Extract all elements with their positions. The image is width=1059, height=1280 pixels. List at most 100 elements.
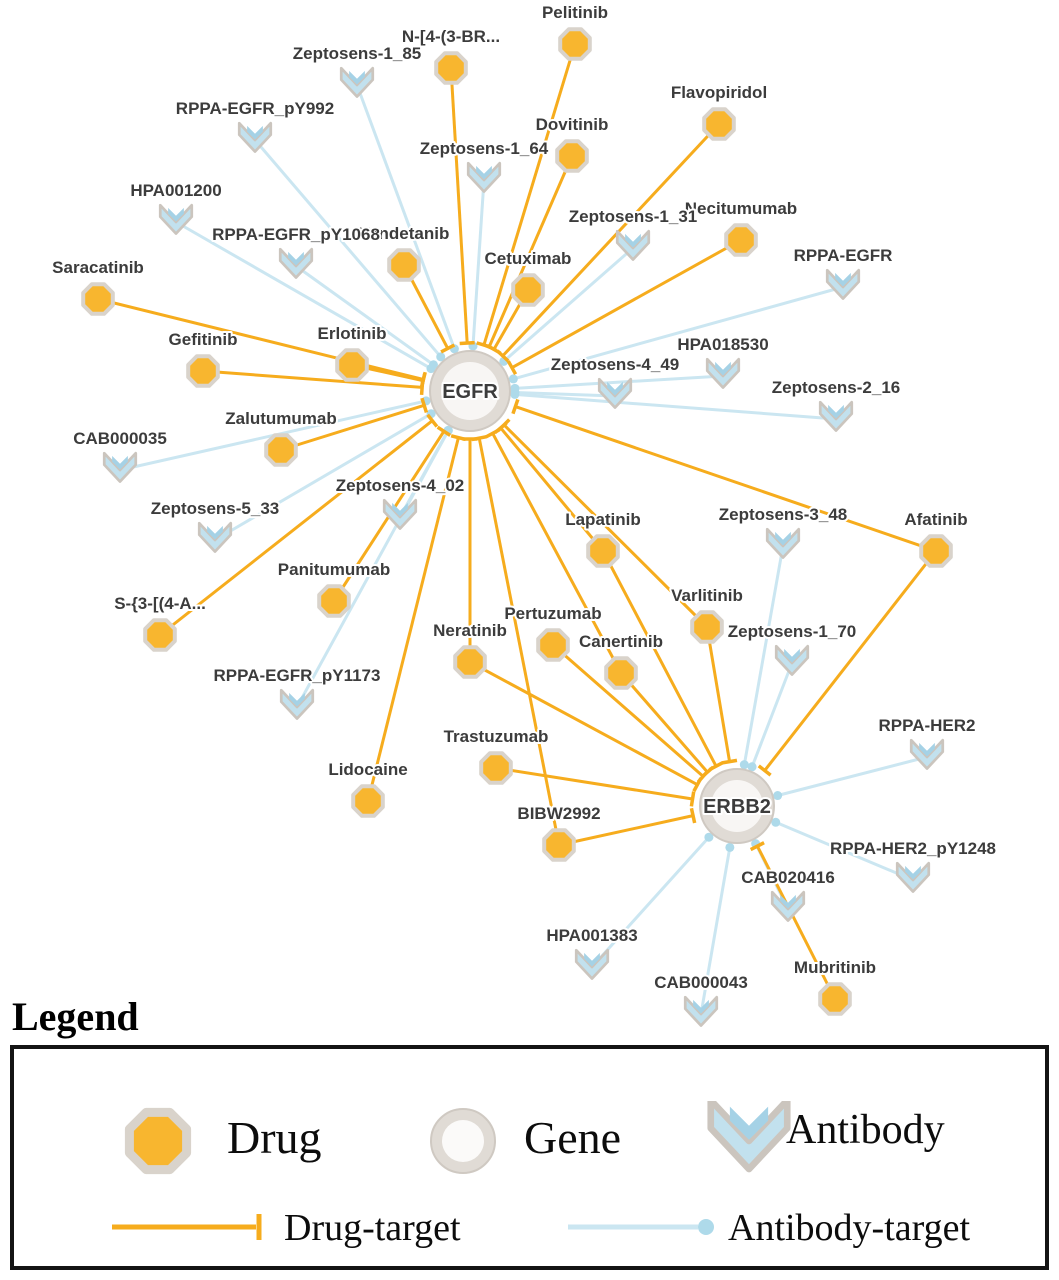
antibody-target-edge-rppa-egfr-py1068: [295, 264, 435, 366]
antibody-node-rppa-her2[interactable]: [909, 738, 945, 770]
drug-edge-tee: [757, 764, 772, 777]
antibody-label-rppa-egfr-py992: RPPA-EGFR_pY992: [176, 99, 334, 118]
drug-node-zalutumumab[interactable]: [264, 433, 298, 467]
antibody-node-zeptosens-1-70[interactable]: [774, 644, 810, 676]
antibody-chevron-outer: [770, 890, 806, 922]
legend-drug-octagon: [124, 1107, 192, 1175]
drug-edge-tee: [497, 418, 511, 432]
drug-edge-tee: [440, 343, 456, 354]
drug-node-canertinib[interactable]: [604, 656, 638, 690]
antibody-node-rppa-egfr-py992[interactable]: [237, 121, 273, 153]
antibody-node-zeptosens-1-64[interactable]: [466, 161, 502, 193]
antibody-node-rppa-her2-py1248[interactable]: [895, 861, 931, 893]
drug-node-lidocaine[interactable]: [351, 784, 385, 818]
drug-node-trastuzumab[interactable]: [479, 751, 513, 785]
antibody-label-zeptosens-1-85: Zeptosens-1_85: [293, 44, 422, 63]
gene-inner: [711, 780, 763, 832]
drug-node-vandetanib[interactable]: [387, 248, 421, 282]
antibody-label-rppa-egfr-py1173: RPPA-EGFR_pY1173: [214, 666, 381, 685]
antibody-chevron-inner: [392, 502, 408, 517]
antibody-node-cab020416[interactable]: [770, 890, 806, 922]
drug-node-panitumumab[interactable]: [317, 584, 351, 618]
drug-node-afatinib[interactable]: [919, 534, 953, 568]
drug-target-edge-lapatinib: [601, 550, 718, 767]
drug-node-pelitinib[interactable]: [558, 27, 592, 61]
drug-node-n-4-3-br[interactable]: [434, 51, 468, 85]
drug-node-erlotinib[interactable]: [335, 348, 369, 382]
antibody-node-zeptosens-5-33[interactable]: [197, 521, 233, 553]
drug-node-mubritinib[interactable]: [818, 982, 852, 1016]
antibody-node-zeptosens-4-02[interactable]: [382, 498, 418, 530]
drug-label-flavopiridol: Flavopiridol: [671, 83, 767, 102]
antibody-node-rppa-egfr-py1173[interactable]: [279, 688, 315, 720]
drug-node-bibw2992[interactable]: [542, 828, 576, 862]
gene-node-erbb2[interactable]: [699, 768, 775, 844]
drug-node-flavopiridol[interactable]: [702, 107, 736, 141]
antibody-node-hpa001200[interactable]: [158, 203, 194, 235]
antibody-label-rppa-egfr-py1068: RPPA-EGFR_pY1068: [212, 225, 380, 244]
drug-label-neratinib: Neratinib: [433, 621, 507, 640]
drug-edge-tee: [721, 758, 738, 765]
drug-node-cetuximab[interactable]: [511, 273, 545, 307]
legend-box: Drug Gene Antibody Drug-target Antibody-…: [10, 1045, 1049, 1270]
drug-node-lapatinib[interactable]: [586, 534, 620, 568]
drug-node-pertuzumab[interactable]: [536, 628, 570, 662]
antibody-chevron-inner: [247, 125, 263, 140]
drug-edge-tee: [692, 777, 703, 793]
antibody-node-cab000035[interactable]: [102, 451, 138, 483]
antibody-chevron-inner: [288, 251, 304, 266]
antibody-node-zeptosens-3-48[interactable]: [765, 527, 801, 559]
antibody-chevron-outer: [683, 995, 719, 1027]
antibody-node-cab000043[interactable]: [683, 995, 719, 1027]
antibody-node-zeptosens-1-31[interactable]: [615, 229, 651, 261]
drug-target-edge-afatinib: [763, 550, 938, 772]
antibody-node-rppa-egfr[interactable]: [825, 268, 861, 300]
antibody-label-rppa-egfr: RPPA-EGFR: [794, 246, 893, 265]
antibody-chevron-inner: [693, 999, 709, 1014]
drug-node-gefitinib[interactable]: [186, 354, 220, 388]
labels-layer: EGFRERBB2PelitinibN-[4-(3-BR...Dovitinib…: [50, 1, 998, 994]
drug-label-trastuzumab: Trastuzumab: [444, 727, 549, 746]
drug-node-neratinib[interactable]: [453, 645, 487, 679]
antibody-chevron-outer: [279, 688, 315, 720]
antibody-target-edge-hpa001383: [590, 836, 711, 969]
drug-label-saracatinib: Saracatinib: [52, 258, 144, 277]
antibody-target-edge-cab000043: [699, 847, 732, 1015]
antibody-chevron-inner: [476, 165, 492, 180]
drug-node-dovitinib[interactable]: [555, 139, 589, 173]
antibody-label-zeptosens-4-02: Zeptosens-4_02: [336, 476, 465, 495]
antibody-edge-dot: [747, 762, 757, 772]
antibody-chevron-outer: [597, 377, 633, 409]
drug-node-necitumumab[interactable]: [724, 223, 758, 257]
antibody-node-zeptosens-4-49[interactable]: [597, 377, 633, 409]
antibody-node-hpa001383[interactable]: [574, 948, 610, 980]
antibody-edge-dot: [725, 842, 735, 852]
drug-node-s-3-4-a[interactable]: [143, 618, 177, 652]
antibody-node-rppa-egfr-py1068[interactable]: [278, 247, 314, 279]
antibody-chevron-inner: [625, 233, 641, 248]
legend-antibody-edge-dot: [698, 1219, 714, 1235]
antibody-chevron-inner: [784, 648, 800, 663]
antibody-node-hpa018530[interactable]: [705, 357, 741, 389]
drug-label-vandetanib: Vandetanib: [359, 224, 450, 243]
legend-antibody-target-edge-icon: [568, 1219, 714, 1235]
legend-drug-target-edge-icon: [112, 1214, 262, 1240]
drug-target-edge-afatinib: [514, 405, 937, 553]
antibody-edges-layer: [119, 84, 928, 1015]
antibody-label-zeptosens-1-64: Zeptosens-1_64: [420, 139, 549, 158]
antibody-chevron-outer: [339, 66, 375, 98]
antibody-label-cab000043: CAB000043: [654, 973, 748, 992]
drug-edge-tee: [459, 340, 475, 346]
antibody-target-edge-zeptosens-4-49: [514, 391, 616, 398]
gene-node-egfr[interactable]: [429, 350, 511, 432]
drug-label-s-3-4-a: S-{3-[(4-A...: [114, 594, 206, 613]
drug-node-saracatinib[interactable]: [81, 282, 115, 316]
antibody-chevron-inner: [775, 531, 791, 546]
antibody-target-edge-zeptosens-1-64: [471, 179, 486, 347]
drug-node-varlitinib[interactable]: [690, 610, 724, 644]
antibody-target-edge-hpa001200: [175, 220, 432, 370]
antibody-node-zeptosens-2-16[interactable]: [818, 400, 854, 432]
gene-label-erbb2: ERBB2: [703, 796, 771, 818]
drug-edges-layer: [97, 43, 938, 1000]
antibody-node-zeptosens-1-85[interactable]: [339, 66, 375, 98]
